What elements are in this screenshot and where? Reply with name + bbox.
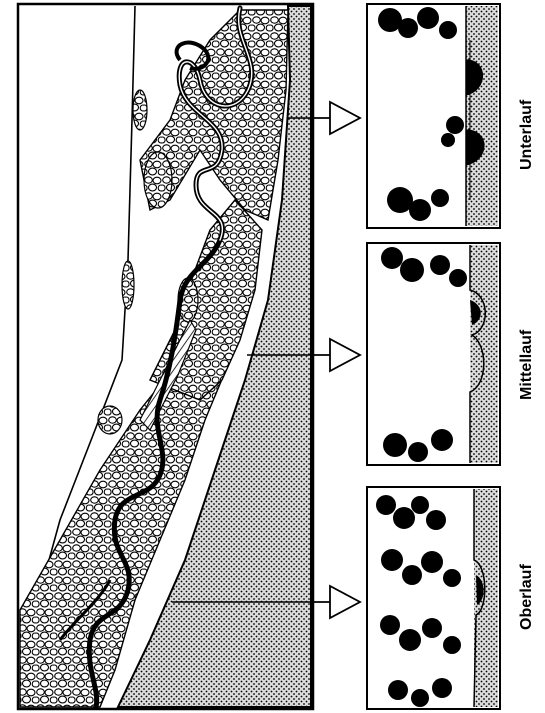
cross-section-oberlauf	[367, 487, 500, 709]
cross-section-mittellauf	[367, 243, 500, 465]
main-map-panel	[18, 4, 313, 709]
cross-section-unterlauf	[367, 4, 500, 228]
label-unterlauf: Unterlauf	[518, 100, 536, 170]
label-mittellauf: Mittellauf	[518, 330, 536, 400]
connector-arrows	[313, 102, 360, 618]
arrow-oberlauf	[313, 586, 360, 618]
label-oberlauf: Oberlauf	[518, 564, 536, 630]
arrow-unterlauf	[313, 102, 360, 134]
arrow-mittellauf	[313, 339, 360, 371]
